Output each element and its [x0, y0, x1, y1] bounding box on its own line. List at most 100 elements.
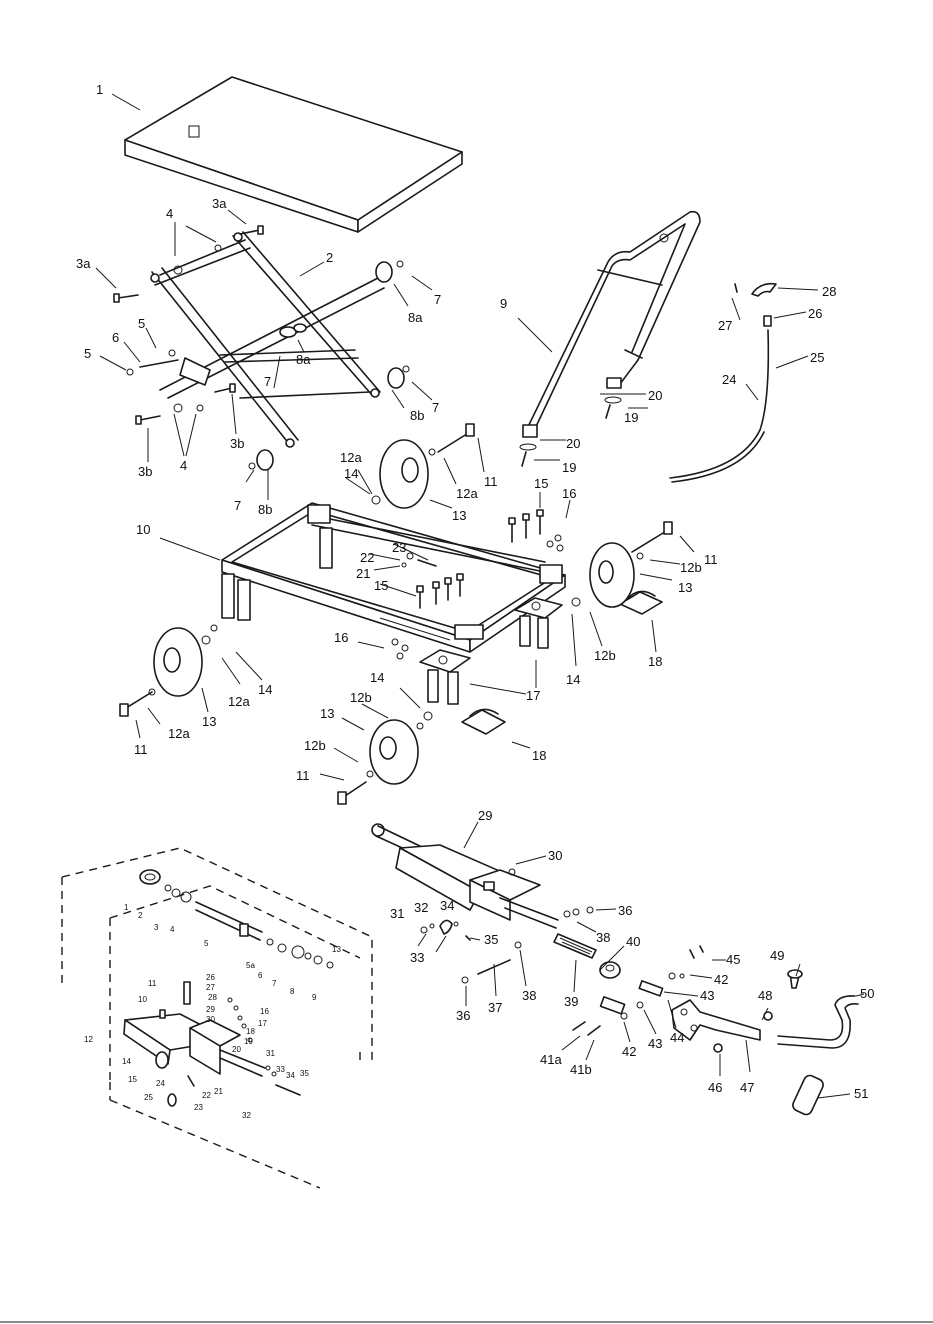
part-label: 40: [626, 934, 640, 949]
wheels: [119, 423, 673, 805]
part-label: 8a: [408, 310, 423, 325]
part-label: 51: [854, 1086, 868, 1101]
part-label: 47: [740, 1080, 754, 1095]
part-label: 20: [566, 436, 580, 451]
part-label: 32: [414, 900, 428, 915]
inset-label: 25: [144, 1093, 153, 1102]
part-label: 13: [320, 706, 334, 721]
release-cable: [669, 282, 777, 483]
part-label: 9: [500, 296, 507, 311]
inset-label: 2: [138, 911, 143, 920]
inset-label: 22: [202, 1091, 211, 1100]
part-label: 13: [202, 714, 216, 729]
inset-label: 33: [276, 1065, 285, 1074]
inset-label: 18: [246, 1027, 255, 1036]
inset-label: 9: [312, 993, 317, 1002]
part-label: 24: [722, 372, 736, 387]
part-label: 17: [526, 688, 540, 703]
part-label: 37: [488, 1000, 502, 1015]
part-labels: 1 2 3a 3a 4 4 5 5 6 7 7 7 7 8a 8a 8b 8b …: [76, 82, 874, 1101]
part-label: 12b: [594, 648, 616, 663]
part-label: 10: [136, 522, 150, 537]
inset-label: 8: [290, 987, 295, 996]
part-label: 13: [452, 508, 466, 523]
part-label: 15: [534, 476, 548, 491]
inset-label: 19: [244, 1037, 253, 1046]
part-label: 25: [810, 350, 824, 365]
inset-label: 23: [194, 1103, 203, 1112]
part-label: 29: [478, 808, 492, 823]
part-label: 38: [596, 930, 610, 945]
part-label: 7: [264, 374, 271, 389]
part-label: 12a: [168, 726, 190, 741]
part-label: 18: [648, 654, 662, 669]
part-label: 11: [704, 552, 718, 567]
part-label: 21: [356, 566, 370, 581]
part-label: 34: [440, 898, 454, 913]
part-label: 43: [700, 988, 714, 1003]
part-label: 22: [360, 550, 374, 565]
inset-label: 7: [272, 979, 277, 988]
inset-label: 12: [84, 1035, 93, 1044]
inset-label: 11: [148, 979, 157, 988]
inset-label: 17: [258, 1019, 267, 1028]
part-label: 19: [624, 410, 638, 425]
part-label: 15: [374, 578, 388, 593]
inset-label: 20: [232, 1045, 241, 1054]
inset-label: 4: [170, 925, 175, 934]
part-label: 12b: [350, 690, 372, 705]
table-top: [124, 76, 463, 233]
inset-label: 13: [332, 945, 341, 954]
part-label: 45: [726, 952, 740, 967]
inset-label: 5: [204, 939, 209, 948]
part-label: 3a: [76, 256, 91, 271]
part-label: 11: [134, 742, 148, 757]
part-label: 42: [714, 972, 728, 987]
inset-label: 34: [286, 1071, 295, 1080]
part-label: 41b: [570, 1062, 592, 1077]
inset-label: 21: [214, 1087, 223, 1096]
base-frame: [221, 502, 566, 653]
part-label: 5: [138, 316, 145, 331]
inset-label: 30: [206, 1015, 215, 1024]
part-label: 18: [532, 748, 546, 763]
part-label: 49: [770, 948, 784, 963]
inset-label: 6: [258, 971, 263, 980]
part-label: 30: [548, 848, 562, 863]
part-label: 31: [390, 906, 404, 921]
part-label: 5: [84, 346, 91, 361]
part-label: 7: [432, 400, 439, 415]
inset-label: 28: [208, 993, 217, 1002]
part-label: 12b: [680, 560, 702, 575]
inset-label: 5a: [246, 961, 255, 970]
part-label: 3b: [138, 464, 152, 479]
inset-label: 24: [156, 1079, 165, 1088]
part-label: 4: [166, 206, 173, 221]
part-label: 14: [258, 682, 272, 697]
inset-label: 32: [242, 1111, 251, 1120]
part-label: 8b: [410, 408, 424, 423]
part-label: 42: [622, 1044, 636, 1059]
part-label: 8a: [296, 352, 311, 367]
inset-label: 35: [300, 1069, 309, 1078]
part-label: 36: [456, 1008, 470, 1023]
part-label: 19: [562, 460, 576, 475]
part-label: 33: [410, 950, 424, 965]
part-label: 7: [434, 292, 441, 307]
part-label: 3a: [212, 196, 227, 211]
handle: [519, 210, 701, 467]
part-label: 14: [370, 670, 384, 685]
part-label: 1: [96, 82, 103, 97]
inset-label: 26: [206, 973, 215, 982]
part-label: 48: [758, 988, 772, 1003]
inset-label: 29: [206, 1005, 215, 1014]
inset-label: 14: [122, 1057, 131, 1066]
part-label: 36: [618, 903, 632, 918]
swivel-casters: [419, 590, 663, 735]
part-label: 13: [678, 580, 692, 595]
leader-lines: [95, 93, 865, 1099]
part-label: 3b: [230, 436, 244, 451]
inset-label: 31: [266, 1049, 275, 1058]
part-label: 4: [180, 458, 187, 473]
